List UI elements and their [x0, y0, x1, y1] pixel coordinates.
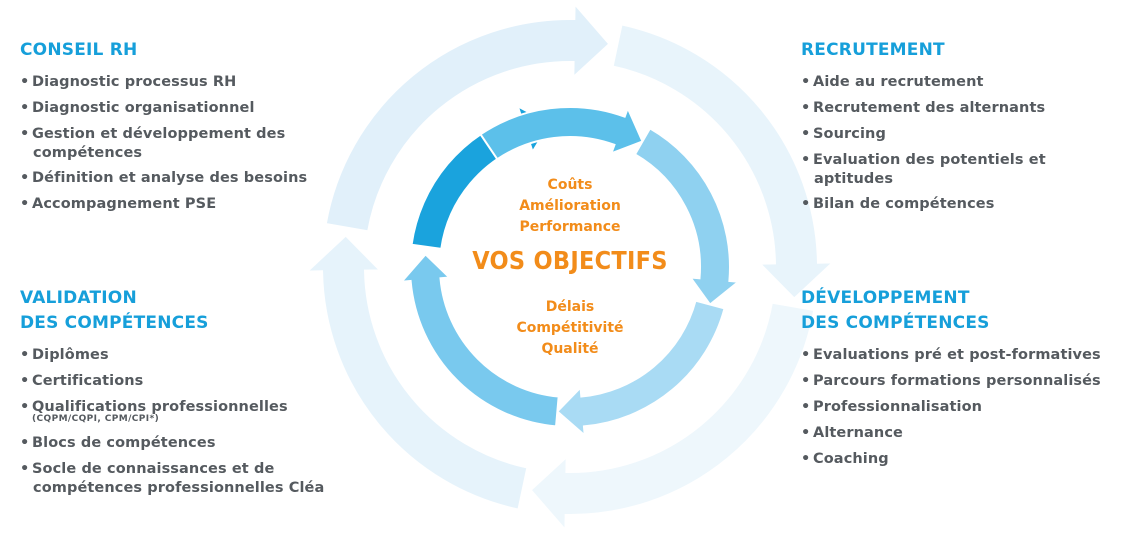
- list-item: Professionnalisation: [801, 394, 1131, 420]
- center-goals-bottom: Délais Compétitivité Qualité: [470, 297, 670, 360]
- list-item: Alternance: [801, 420, 1131, 446]
- list-item: Evaluations pré et post-formatives: [801, 342, 1131, 368]
- goal-label: Compétitivité: [516, 320, 624, 336]
- outer-arrow-4: [304, 234, 529, 511]
- list-item-continuation: aptitudes: [814, 171, 894, 187]
- goal-label: Délais: [545, 299, 595, 315]
- list-developpement: Evaluations pré et post-formatives Parco…: [801, 342, 1131, 472]
- inner-ring: [399, 104, 741, 438]
- list-item: Diplômes: [20, 342, 365, 368]
- list-recrutement: Aide au recrutement Recrutement des alte…: [801, 69, 1131, 217]
- inner-arrow-5: [399, 252, 560, 428]
- list-item-continuation: compétences: [33, 145, 143, 161]
- outer-arrow-2: [611, 23, 836, 300]
- list-item: Socle de connaissances et decompétences …: [20, 456, 365, 500]
- center-title: VOS OBJECTIFS: [472, 246, 668, 275]
- list-item: Bilan de compétences: [801, 191, 1131, 217]
- outer-arrow-3: [529, 301, 816, 533]
- goal-label: Qualité: [541, 341, 599, 357]
- list-item: Diagnostic organisationnel: [20, 95, 360, 121]
- goal-label: Performance: [519, 219, 621, 235]
- list-item: Sourcing: [801, 121, 1131, 147]
- panel-developpement-competences: DÉVELOPPEMENT DES COMPÉTENCES Evaluation…: [801, 286, 1131, 472]
- list-validation: Diplômes Certifications Qualifications p…: [20, 342, 365, 500]
- panel-title-recrutement: RECRUTEMENT: [801, 40, 945, 60]
- inner-arrow-4: [555, 299, 726, 438]
- list-item: Diagnostic processus RH: [20, 69, 360, 95]
- panel-title-validation: VALIDATION DES COMPÉTENCES: [20, 288, 209, 333]
- center-goals-top: Coûts Amélioration Performance: [470, 175, 670, 238]
- outer-ring: [304, 1, 836, 533]
- panel-validation-competences: VALIDATION DES COMPÉTENCES Diplômes Cert…: [20, 286, 365, 500]
- outer-arrow-1: [324, 1, 611, 233]
- list-item: Parcours formations personnalisés: [801, 368, 1131, 394]
- list-item: Définition et analyse des besoins: [20, 165, 360, 191]
- list-item-note: (CQPM/CQPI, CPM/CPI*): [32, 414, 160, 424]
- goal-label: Coûts: [547, 177, 593, 193]
- list-conseil-rh: Diagnostic processus RH Diagnostic organ…: [20, 69, 360, 217]
- list-item: Accompagnement PSE: [20, 191, 360, 217]
- list-item: Certifications: [20, 368, 365, 394]
- list-item-continuation: compétences professionnelles Cléa: [33, 480, 325, 496]
- panel-title-developpement: DÉVELOPPEMENT DES COMPÉTENCES: [801, 288, 990, 333]
- list-item: Blocs de compétences: [20, 430, 365, 456]
- panel-conseil-rh: CONSEIL RH Diagnostic processus RH Diagn…: [20, 38, 360, 217]
- panel-title-conseil-rh: CONSEIL RH: [20, 40, 138, 60]
- list-item: Recrutement des alternants: [801, 95, 1131, 121]
- list-item: Qualifications professionnelles(CQPM/CQP…: [20, 394, 365, 430]
- inner-arrow-3: [633, 127, 741, 306]
- list-item: Aide au recrutement: [801, 69, 1131, 95]
- goal-label: Amélioration: [519, 198, 621, 214]
- list-item: Coaching: [801, 446, 1131, 472]
- inner-arrow-2: [479, 105, 644, 161]
- panel-recrutement: RECRUTEMENT Aide au recrutement Recrutem…: [801, 38, 1131, 217]
